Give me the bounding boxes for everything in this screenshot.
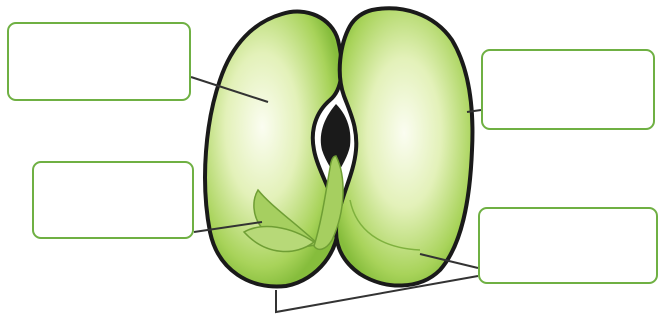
label-box-bottom-right[interactable]: [478, 207, 658, 284]
label-box-middle-left[interactable]: [32, 161, 194, 239]
label-box-top-right[interactable]: [481, 49, 655, 130]
label-box-top-left[interactable]: [7, 22, 191, 101]
right-cotyledon: [336, 8, 472, 285]
